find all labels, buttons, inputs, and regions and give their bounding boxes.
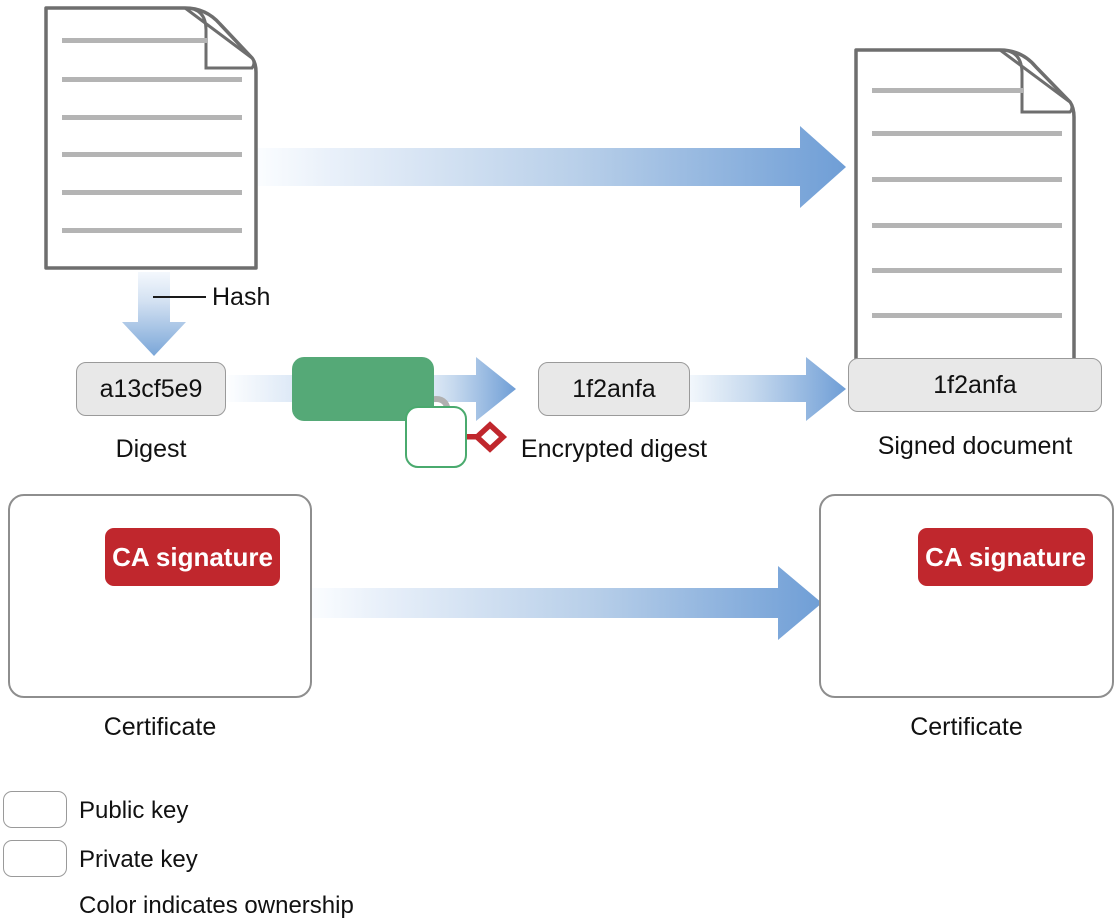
lock-badge xyxy=(405,406,467,468)
hash-label: Hash xyxy=(212,283,271,311)
certificate-caption-left: Certificate xyxy=(103,713,217,741)
signed-document-value-box: 1f2anfa xyxy=(848,358,1102,412)
encrypted-digest-caption: Encrypted digest xyxy=(520,435,708,463)
arrow-digest-to-encryption xyxy=(226,375,296,402)
signed-document-caption: Signed document xyxy=(877,432,1073,460)
ca-signature-badge-right: CA signature xyxy=(918,528,1093,586)
legend-label-private-key: Private key xyxy=(79,846,198,873)
digest-box: a13cf5e9 xyxy=(76,362,226,416)
legend-chip-public-key xyxy=(3,791,67,828)
arrow-hash-down xyxy=(122,272,186,356)
certificate-caption-right: Certificate xyxy=(910,713,1023,741)
signed-document-value: 1f2anfa xyxy=(933,370,1017,399)
hash-leader-line xyxy=(153,296,206,298)
arrow-document-to-signed-document xyxy=(256,126,846,208)
legend-chip-private-key xyxy=(3,840,67,877)
legend-ownership-note: Color indicates ownership xyxy=(79,892,354,919)
arrow-certificate-to-certificate xyxy=(312,566,822,640)
legend-label-public-key: Public key xyxy=(79,797,189,824)
encrypted-digest-value: 1f2anfa xyxy=(572,374,656,403)
signed-document-icon xyxy=(854,48,1076,364)
digest-caption: Digest xyxy=(115,435,187,463)
certificate-card-left xyxy=(8,494,312,698)
arrow-encrypted-digest-to-signed-document xyxy=(690,357,846,421)
encrypted-digest-box: 1f2anfa xyxy=(538,362,690,416)
arrow-encryption-to-encrypted-digest xyxy=(412,357,516,421)
source-document-icon xyxy=(44,6,258,270)
certificate-card-right xyxy=(819,494,1114,698)
ca-signature-badge-left: CA signature xyxy=(105,528,280,586)
digest-value: a13cf5e9 xyxy=(99,374,203,403)
